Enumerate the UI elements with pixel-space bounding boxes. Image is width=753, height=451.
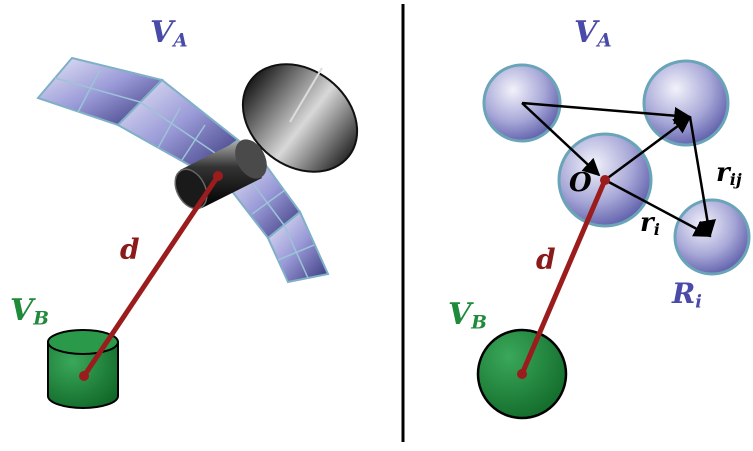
distance-line-right [519, 179, 608, 375]
sphere-2 [642, 59, 730, 147]
satellite-dish [235, 63, 359, 173]
label-Ri: Ri [672, 277, 702, 313]
label-vb-left: VB [10, 293, 49, 330]
sphere-model [476, 59, 751, 420]
vector-center-2 [604, 115, 692, 182]
vector-1-center [521, 102, 601, 177]
vector-ri [604, 178, 712, 238]
sphere-3 [673, 198, 751, 276]
label-va-right: VA [574, 15, 612, 52]
label-vb-right: VB [448, 297, 487, 334]
solar-panel-upper [36, 56, 240, 172]
label-va-left: VA [150, 15, 188, 52]
center-point-satellite [213, 171, 223, 181]
label-d-right: d [536, 243, 556, 276]
center-point-o [600, 175, 610, 185]
center-point-target [517, 369, 527, 379]
label-ri: ri [640, 208, 660, 240]
center-point-cylinder [79, 371, 89, 381]
vector-1-2 [521, 101, 692, 125]
label-rij: rij [716, 158, 742, 190]
satellite-illustration [36, 56, 359, 409]
label-o: O [569, 168, 592, 198]
label-d-left: d [120, 233, 140, 266]
vector-rij [688, 116, 717, 238]
distance-line-left [81, 174, 221, 378]
